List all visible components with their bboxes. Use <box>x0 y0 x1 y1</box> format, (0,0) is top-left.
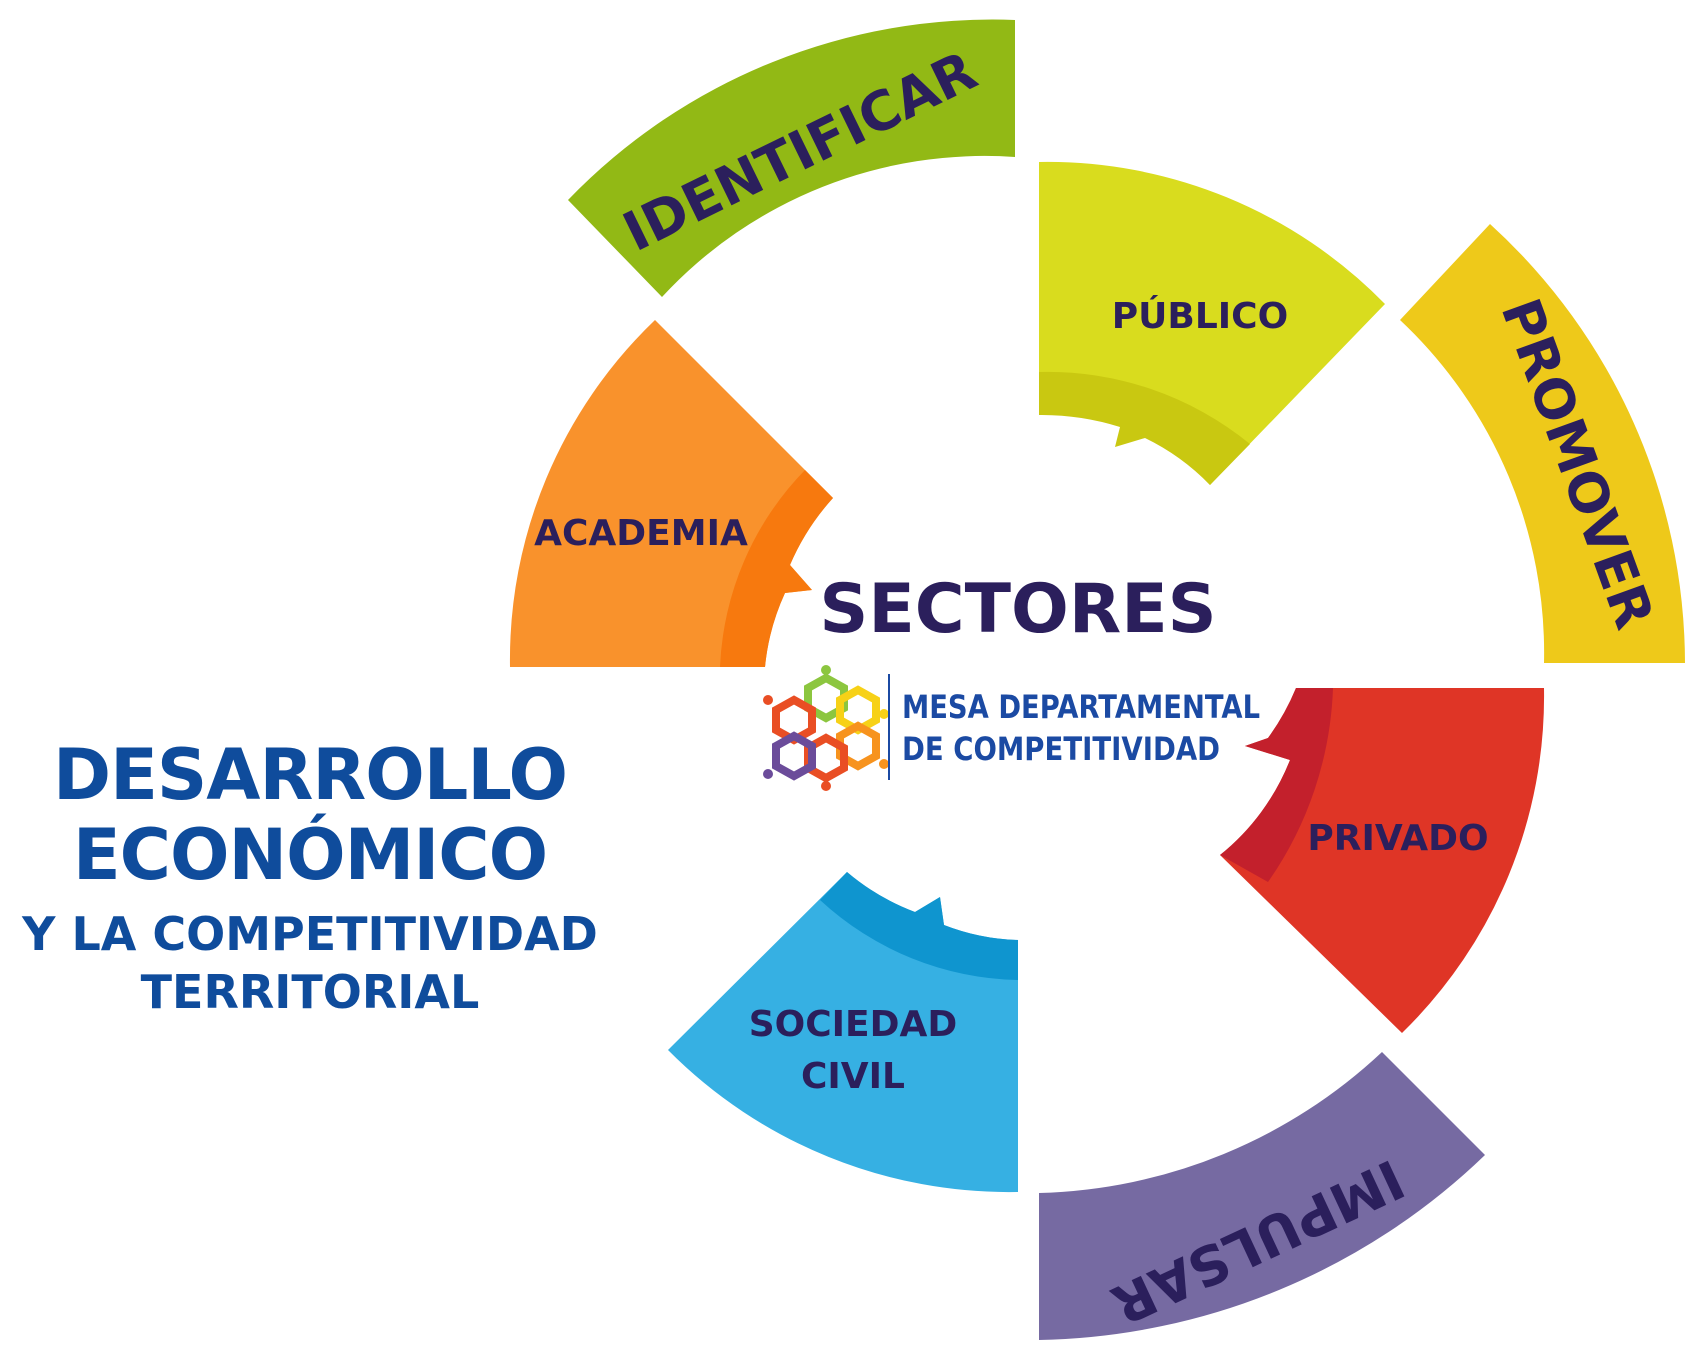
sector-publico <box>1039 161 1385 485</box>
main-title: DESARROLLO ECONÓMICO Y LA COMPETITIVIDAD… <box>20 735 600 1021</box>
ring-band-promover <box>1400 224 1685 663</box>
ring-band-identificar <box>568 19 1015 297</box>
sector-label-civil: CIVIL <box>801 1056 905 1097</box>
sector-sociedad-civil <box>668 872 1018 1193</box>
sector-label-academia: ACADEMIA <box>534 513 748 554</box>
logo-hexagon-icon <box>763 665 889 791</box>
ring-band-impulsar <box>1039 1052 1485 1340</box>
sector-label-publico: PÚBLICO <box>1112 295 1288 337</box>
sector-privado <box>1220 688 1545 1033</box>
logo-text-line1: MESA DEPARTAMENTAL <box>902 688 1260 726</box>
main-title-line1: DESARROLLO <box>52 734 568 816</box>
main-title-line3: Y LA COMPETITIVIDAD <box>22 907 598 961</box>
sector-label-privado: PRIVADO <box>1307 818 1488 859</box>
logo-text-line2: DE COMPETITIVIDAD <box>902 730 1220 768</box>
main-title-line4: TERRITORIAL <box>140 965 480 1019</box>
sector-academia <box>509 320 833 667</box>
center-title: SECTORES <box>819 570 1216 649</box>
sector-label-sociedad: SOCIEDAD <box>749 1004 958 1045</box>
main-title-line2: ECONÓMICO <box>72 814 548 896</box>
